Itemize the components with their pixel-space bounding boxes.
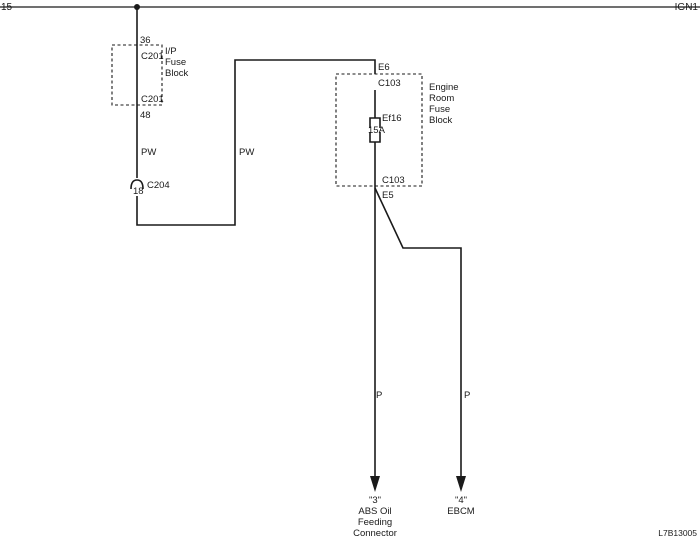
abs-oil-feeding-arrow-icon [370, 476, 380, 492]
wire-mid-color-label: PW [239, 147, 254, 158]
ip-fuse-block-label-line1: I/P [165, 46, 177, 57]
engine-fuse-block-label-line4: Block [429, 115, 452, 126]
dest-abs-ref: "3" [369, 495, 381, 506]
bus-right-label: IGN1 [675, 2, 699, 13]
ef16-fuse-rating: 15A [368, 125, 386, 136]
wire-ebcm-color-label: P [464, 390, 470, 401]
engine-fuse-top-pin: E6 [378, 62, 390, 73]
wire-to-ebcm [374, 187, 462, 480]
wire-c204-to-engine-fuse [136, 59, 376, 226]
ip-fuse-top-pin: 36 [140, 35, 151, 46]
ef16-fuse-name: Ef16 [382, 113, 402, 124]
dest-abs-name-line1: ABS Oil [358, 506, 391, 517]
ip-fuse-bottom-connector: C201 [141, 94, 164, 105]
ip-fuse-top-connector: C201 [141, 51, 164, 62]
c204-connector-name: C204 [147, 180, 170, 191]
bus-left-label: 15 [1, 2, 13, 13]
c204-connector-symbol [130, 179, 144, 190]
wire-left-color-label: PW [141, 147, 156, 158]
figure-code: L7B13005 [658, 528, 697, 538]
dest-ebcm-name: EBCM [447, 506, 475, 517]
ip-fuse-block-label-line2: Fuse [165, 57, 186, 68]
ebcm-arrow-icon [456, 476, 466, 492]
c204-pin: 18 [133, 186, 144, 197]
dest-abs-name-line3: Connector [353, 528, 397, 539]
ip-fuse-block-box [111, 44, 163, 106]
dest-abs-name-line2: Feeding [358, 517, 392, 528]
dest-ebcm-ref: "4" [455, 495, 467, 506]
engine-fuse-bottom-connector: C103 [382, 175, 405, 186]
engine-fuse-block-label-line2: Room [429, 93, 454, 104]
engine-fuse-block-label-line3: Fuse [429, 104, 450, 115]
engine-fuse-bottom-pin: E5 [382, 190, 394, 201]
ip-fuse-bottom-pin: 48 [140, 110, 151, 121]
engine-fuse-top-connector: C103 [378, 78, 401, 89]
wire-abs-color-label: P [376, 390, 382, 401]
engine-fuse-block-label-line1: Engine [429, 82, 459, 93]
ip-fuse-block-label-line3: Block [165, 68, 188, 79]
